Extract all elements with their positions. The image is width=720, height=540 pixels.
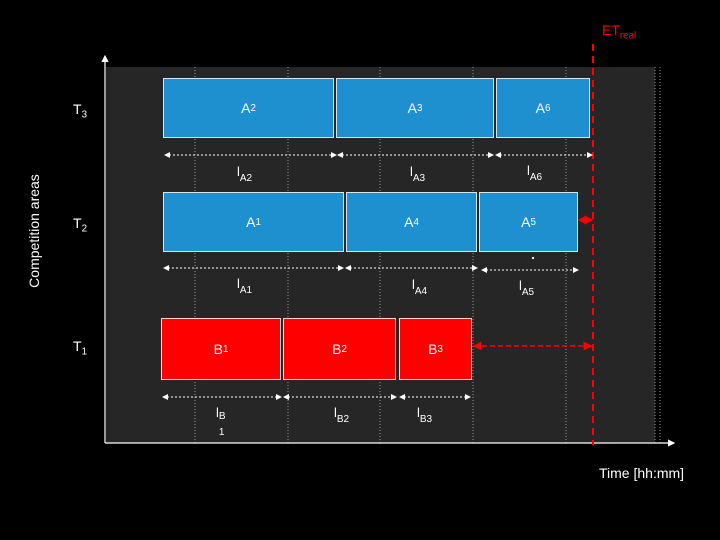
duration-sub: A2 <box>239 173 253 184</box>
row-label-sub: 2 <box>81 223 88 235</box>
et-label-main: ET <box>602 22 620 38</box>
block-label-sub: 1 <box>222 343 229 355</box>
block-label-main: A <box>535 100 545 116</box>
duration-label-a5: lA5 <box>519 278 534 298</box>
block-label-sub: 2 <box>341 343 347 355</box>
block-label-sub: 3 <box>416 102 423 114</box>
duration-main: l <box>410 164 413 179</box>
block-label-sub: 1 <box>255 216 261 228</box>
row-label-t1: T1 <box>73 338 87 357</box>
block-label-main: B <box>428 341 438 357</box>
duration-label-a1: lA1 <box>237 276 252 296</box>
duration-main: l <box>237 276 240 291</box>
duration-label-a2: lA2 <box>237 164 252 184</box>
duration-main: l <box>216 405 219 420</box>
block-label-main: A <box>407 100 417 116</box>
duration-main: l <box>519 278 522 293</box>
duration-label-b2: lB2 <box>334 405 349 425</box>
block-label-main: A <box>521 214 531 230</box>
duration-main: l <box>237 164 240 179</box>
duration-sub: A4 <box>414 286 428 297</box>
duration-label-b3: lB3 <box>417 405 432 425</box>
duration-sub: B3 <box>419 414 433 425</box>
duration-main: l <box>412 277 415 292</box>
duration-main: l <box>417 405 420 420</box>
block-label-main: A <box>246 214 256 230</box>
row-label-t3: T3 <box>73 101 87 120</box>
duration-label-a3: lA3 <box>410 164 425 184</box>
duration-sub: B2 <box>336 414 350 425</box>
block-label-main: B <box>213 341 223 357</box>
duration-label-a6: lA6 <box>527 163 542 183</box>
block-label-sub: 4 <box>413 216 419 228</box>
et-label-sub: real <box>619 30 637 42</box>
duration-sub: A3 <box>412 173 426 184</box>
duration-sub: A5 <box>521 287 535 298</box>
block-label-main: A <box>241 100 251 116</box>
duration-sub: B 1 <box>218 411 226 438</box>
duration-sub: A1 <box>239 285 253 296</box>
row-label-main: T <box>73 215 82 231</box>
duration-arrows-t2 <box>163 265 579 273</box>
duration-sub: A6 <box>529 172 543 183</box>
duration-main: l <box>334 405 337 420</box>
et-real-label: ETreal <box>602 22 636 41</box>
duration-label-b1: lB 1 <box>216 405 226 441</box>
duration-label-a4: lA4 <box>412 277 427 297</box>
block-label-sub: 3 <box>437 343 443 355</box>
row-label-main: T <box>73 338 82 354</box>
x-axis-label: Time [hh:mm] <box>599 465 685 481</box>
block-label-sub: 5 <box>530 216 536 228</box>
row-label-main: T <box>73 101 82 117</box>
row-label-t2: T2 <box>73 215 87 234</box>
block-label-main: A <box>404 214 414 230</box>
block-label-main: B <box>332 341 342 357</box>
row-label-sub: 1 <box>81 346 88 358</box>
row-label-sub: 3 <box>81 109 88 121</box>
block-label-sub: 2 <box>250 102 256 114</box>
y-axis-label: Competition areas <box>26 174 42 288</box>
duration-main: l <box>527 163 530 178</box>
block-label-sub: 6 <box>544 102 551 114</box>
